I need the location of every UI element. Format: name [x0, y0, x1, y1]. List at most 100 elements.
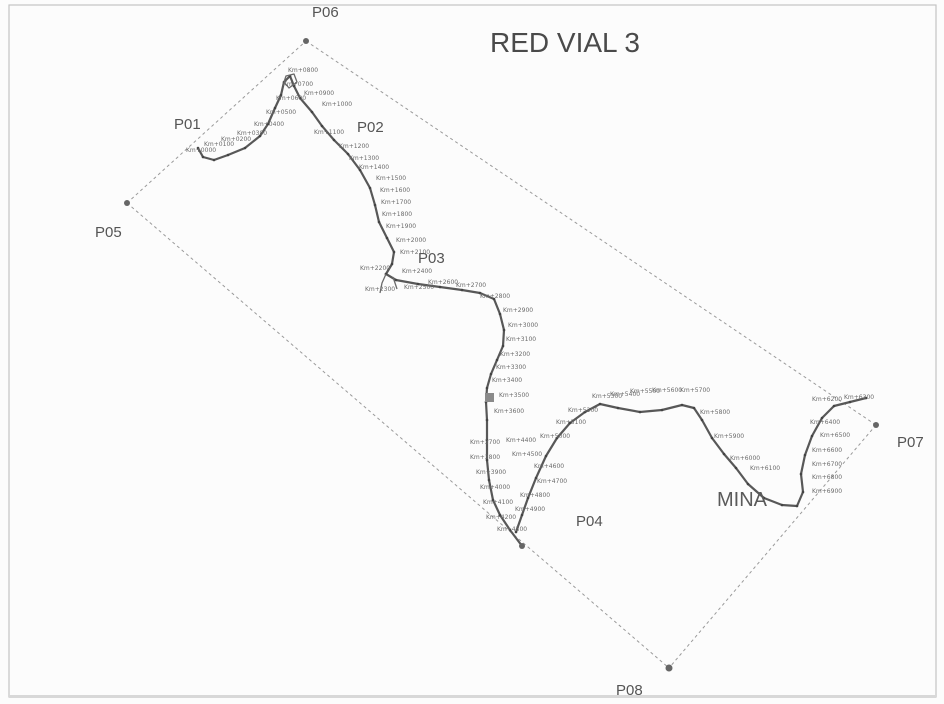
- route-vertex-mark: [266, 122, 270, 126]
- route-vertex-mark: [568, 421, 572, 425]
- km-marker-label: Km+5600: [652, 387, 682, 394]
- km-marker-label: Km+3500: [499, 392, 529, 399]
- km-marker-label: Km+1300: [349, 155, 379, 162]
- km-marker-label: Km+6200: [812, 396, 842, 403]
- point-marker-p05: [124, 200, 130, 206]
- boundary-line-p05-p08: [126, 202, 670, 669]
- route-vertex-mark: [762, 496, 766, 500]
- km-marker-label: Km+5000: [540, 433, 570, 440]
- km-marker-label: Km+0800: [288, 67, 318, 74]
- route-vertex-mark: [485, 386, 489, 390]
- mine-label: MINA: [717, 489, 768, 511]
- km-marker-label: Km+3600: [494, 408, 524, 415]
- route-vertex-mark: [820, 416, 824, 420]
- km-marker-label: Km+2500: [404, 284, 434, 291]
- km-marker-label: Km+1900: [386, 223, 416, 230]
- route-vertex-mark: [489, 372, 493, 376]
- km-marker-label: Km+0600: [276, 95, 306, 102]
- route-vertex-mark: [848, 400, 852, 404]
- route-vertex-mark: [310, 110, 314, 114]
- km-marker-label: Km+1500: [376, 175, 406, 182]
- scan-edge-band: [9, 695, 936, 698]
- km-marker-label: Km+5200: [568, 407, 598, 414]
- km-marker-label: Km+5400: [610, 391, 640, 398]
- km-marker-label: Km+3900: [476, 469, 506, 476]
- km-marker-label: Km+1400: [359, 164, 389, 171]
- km-marker-label: Km+3300: [496, 364, 526, 371]
- km-marker-label: Km+1700: [381, 199, 411, 206]
- route-vertex-mark: [390, 262, 394, 266]
- point-marker-p07: [873, 422, 879, 428]
- route-vertex-mark: [501, 344, 505, 348]
- km-marker-label: Km+1000: [322, 101, 352, 108]
- boundary-line-p06-p07: [305, 40, 877, 426]
- route-vertex-mark: [598, 402, 602, 406]
- km-marker-label: Km+4300: [497, 526, 527, 533]
- km-marker-label: Km+4000: [480, 484, 510, 491]
- route-vertex-mark: [358, 168, 362, 172]
- km-marker-label: Km+4400: [506, 437, 536, 444]
- route-vertex-mark: [377, 220, 381, 224]
- route-vertex-mark: [534, 476, 538, 480]
- route-vertex-mark: [485, 458, 489, 462]
- km-marker-label: Km+6800: [812, 474, 842, 481]
- route-vertex-mark: [485, 438, 489, 442]
- km-marker-label: Km+0100: [204, 141, 234, 148]
- km-marker-label: Km+6500: [820, 432, 850, 439]
- route-vertex-mark: [700, 418, 704, 422]
- road-segment-p03-p04: [384, 272, 524, 548]
- km-marker-label: Km+1100: [314, 129, 344, 136]
- km-marker-label: Km+4500: [512, 451, 542, 458]
- route-vertex-mark: [710, 436, 714, 440]
- km-marker-label: Km+4900: [515, 506, 545, 513]
- route-vertex-mark: [616, 406, 620, 410]
- km-marker-label: Km+0900: [304, 90, 334, 97]
- km-marker-label: Km+5700: [680, 387, 710, 394]
- km-marker-label: Km+6700: [812, 461, 842, 468]
- km-marker-label: Km+4800: [520, 492, 550, 499]
- route-vertex-mark: [555, 436, 559, 440]
- route-vertex-mark: [438, 285, 442, 289]
- route-vertex-mark: [583, 410, 587, 414]
- route-vertex-mark: [332, 138, 336, 142]
- route-vertex-mark: [385, 236, 389, 240]
- route-vertex-mark: [485, 418, 489, 422]
- point-label-p01: P01: [174, 116, 201, 133]
- route-end-node: [519, 543, 525, 549]
- km-marker-label: Km+5900: [714, 433, 744, 440]
- point-marker-p06: [303, 38, 309, 44]
- point-label-p07: P07: [897, 434, 924, 451]
- route-vertex-mark: [864, 396, 868, 400]
- route-vertex-mark: [258, 134, 262, 138]
- route-vertex-mark: [803, 453, 807, 457]
- km-marker-label: Km+2300: [365, 286, 395, 293]
- route-vertex-mark: [746, 482, 750, 486]
- km-marker-label: Km+5500: [630, 388, 660, 395]
- route-vertex-mark: [801, 490, 805, 494]
- route-vertex-mark: [279, 93, 283, 97]
- km-marker-label: Km+4200: [486, 514, 516, 521]
- km-marker-layer: Km+0000Km+0100Km+0200Km+0300Km+0400Km+05…: [186, 67, 874, 533]
- route-vertex-mark: [243, 146, 247, 150]
- km-marker-label: Km+4700: [537, 478, 567, 485]
- km-marker-label: Km+4600: [534, 463, 564, 470]
- route-vertex-mark: [478, 291, 482, 295]
- route-vertex-mark: [492, 297, 496, 301]
- km-marker-label: Km+0300: [237, 130, 267, 137]
- route-vertex-mark: [273, 106, 277, 110]
- route-vertex-mark: [780, 503, 784, 507]
- km-marker-label: Km+2800: [480, 293, 510, 300]
- km-marker-label: Km+3700: [470, 439, 500, 446]
- point-label-p04: P04: [576, 513, 603, 530]
- km-marker-label: Km+6300: [844, 394, 874, 401]
- route-vertex-mark: [810, 434, 814, 438]
- route-vertex-mark: [416, 282, 420, 286]
- km-marker-label: Km+2700: [456, 282, 486, 289]
- route-vertex-mark: [502, 328, 506, 332]
- point-label-p03: P03: [418, 250, 445, 267]
- point-label-p05: P05: [95, 224, 122, 241]
- route-vertex-mark: [392, 250, 396, 254]
- road-spur-p03-a: [379, 273, 387, 294]
- km-marker-label: Km+2900: [503, 307, 533, 314]
